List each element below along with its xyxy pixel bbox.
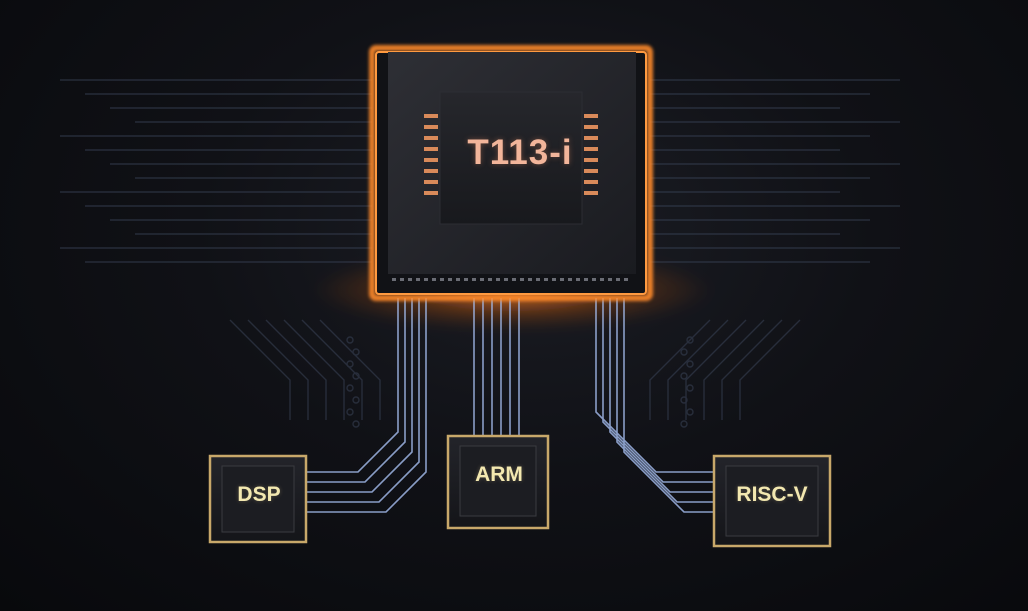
die-pin-left [424,114,438,118]
bg-trace-diagonal-left [247,319,309,420]
dsp-label: DSP [237,483,281,506]
chip-pad [496,278,500,281]
bg-via [352,396,360,404]
chip-pad [536,278,540,281]
chip-pad [624,278,628,281]
chip-die [439,91,583,225]
chip-pad [464,278,468,281]
chip-pad [472,278,476,281]
die-pin-right [584,180,598,184]
arm-label: ARM [475,463,523,486]
die-pin-right [584,136,598,140]
trace-to-dsp [306,298,420,503]
bg-via [680,372,688,380]
chip-pad [616,278,620,281]
bg-trace-diagonal-left [229,319,291,420]
die-pin-left [424,180,438,184]
bg-via [352,348,360,356]
chip-pad [440,278,444,281]
chip-pad [448,278,452,281]
chip-pad [584,278,588,281]
bg-via [686,384,694,392]
bg-via [346,384,354,392]
bg-via [346,408,354,416]
die-pin-right [584,147,598,151]
bg-trace-diagonal-right [667,319,729,420]
riscv-chip [712,454,832,548]
bg-trace-diagonal-right [685,319,747,420]
bg-trace-diagonal-left [265,319,327,420]
chip-pad [528,278,532,281]
chip-pad [408,278,412,281]
die-pin-left [424,136,438,140]
bg-via [352,420,360,428]
die-pin-left [424,191,438,195]
trace-to-riscv [609,298,714,493]
bg-trace-diagonal-right [703,319,765,420]
bg-via [680,348,688,356]
chip-pad [560,278,564,281]
bg-trace-diagonal-left [301,319,363,420]
chip-pad [488,278,492,281]
chip-pad [416,278,420,281]
trace-to-dsp [306,298,399,473]
chip-pad [432,278,436,281]
bg-trace-diagonal-left [319,319,381,420]
chip-pad [400,278,404,281]
die-pin-left [424,169,438,173]
bg-trace-diagonal-right [721,319,783,420]
trace-to-dsp [306,298,427,513]
chip-pad [576,278,580,281]
trace-to-riscv [616,298,714,503]
riscv-label: RISC-V [736,483,808,506]
arm-chip [446,434,550,530]
chip-pad [544,278,548,281]
die-pin-left [424,147,438,151]
chip-pad [512,278,516,281]
chip-bottom-pads [392,278,628,281]
chip-pad [504,278,508,281]
trace-to-riscv [623,298,714,513]
bg-via [680,396,688,404]
die-pin-left [424,125,438,129]
die-pin-right [584,191,598,195]
die-pin-right [584,158,598,162]
bg-trace-diagonal-left [283,319,345,420]
bg-trace-diagonal-right [739,319,801,420]
die-pin-left [424,158,438,162]
dsp-chip [208,454,308,544]
chip-pad [608,278,612,281]
bg-via [346,336,354,344]
bg-via [680,420,688,428]
chip-pad [552,278,556,281]
main-chip [369,45,653,301]
chip-pad [568,278,572,281]
chip-pad [480,278,484,281]
bg-trace-diagonal-right [649,319,711,420]
bg-via [352,372,360,380]
trace-to-riscv [602,298,714,483]
trace-to-dsp [306,298,406,483]
die-pin-right [584,125,598,129]
background-traces [60,79,900,428]
bg-via [346,360,354,368]
die-pin-right [584,114,598,118]
trace-to-dsp [306,298,413,493]
chip-pad [424,278,428,281]
chip-pad [456,278,460,281]
main-chip-label: T113-i [467,133,573,172]
bg-via [686,360,694,368]
trace-to-riscv [595,298,714,473]
bg-via [686,336,694,344]
chip-pad [520,278,524,281]
chip-pad [592,278,596,281]
chip-pad [600,278,604,281]
core-traces [306,298,714,513]
bg-via [686,408,694,416]
die-pins [424,114,598,195]
die-pin-right [584,169,598,173]
chip-pad [392,278,396,281]
